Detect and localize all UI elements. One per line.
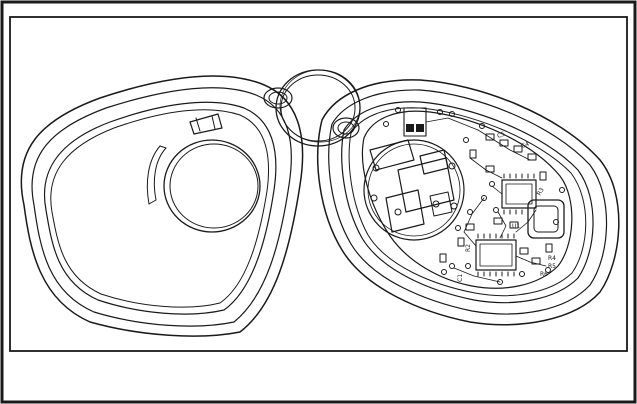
- label-r5: R5: [548, 263, 556, 270]
- label-c5: C5: [496, 131, 506, 140]
- right-shell: [317, 79, 620, 326]
- battery-clip: [189, 113, 223, 135]
- label-c4: C4: [520, 141, 530, 150]
- pcb-board: [361, 110, 573, 289]
- left-shell: [20, 75, 304, 337]
- pcb-label-group: C4 R2 R3 R4 R5 R6 C1 C5 U1: [457, 131, 556, 282]
- label-c1: C1: [457, 274, 464, 282]
- pcb-vias: [383, 109, 565, 285]
- label-r4: R4: [548, 255, 556, 262]
- battery-cell: [146, 139, 261, 233]
- label-u1: U1: [512, 223, 520, 230]
- label-r6: R6: [540, 271, 548, 278]
- figure-inner-frame: [9, 16, 628, 352]
- contact-clip: [369, 139, 455, 233]
- label-r2: R2: [465, 244, 472, 252]
- button-contact: [363, 139, 465, 241]
- label-r3: R3: [536, 186, 546, 197]
- pcb-traces: [425, 117, 547, 283]
- crystal-oscillator: [527, 199, 565, 239]
- ic-chip-lower: [475, 233, 517, 277]
